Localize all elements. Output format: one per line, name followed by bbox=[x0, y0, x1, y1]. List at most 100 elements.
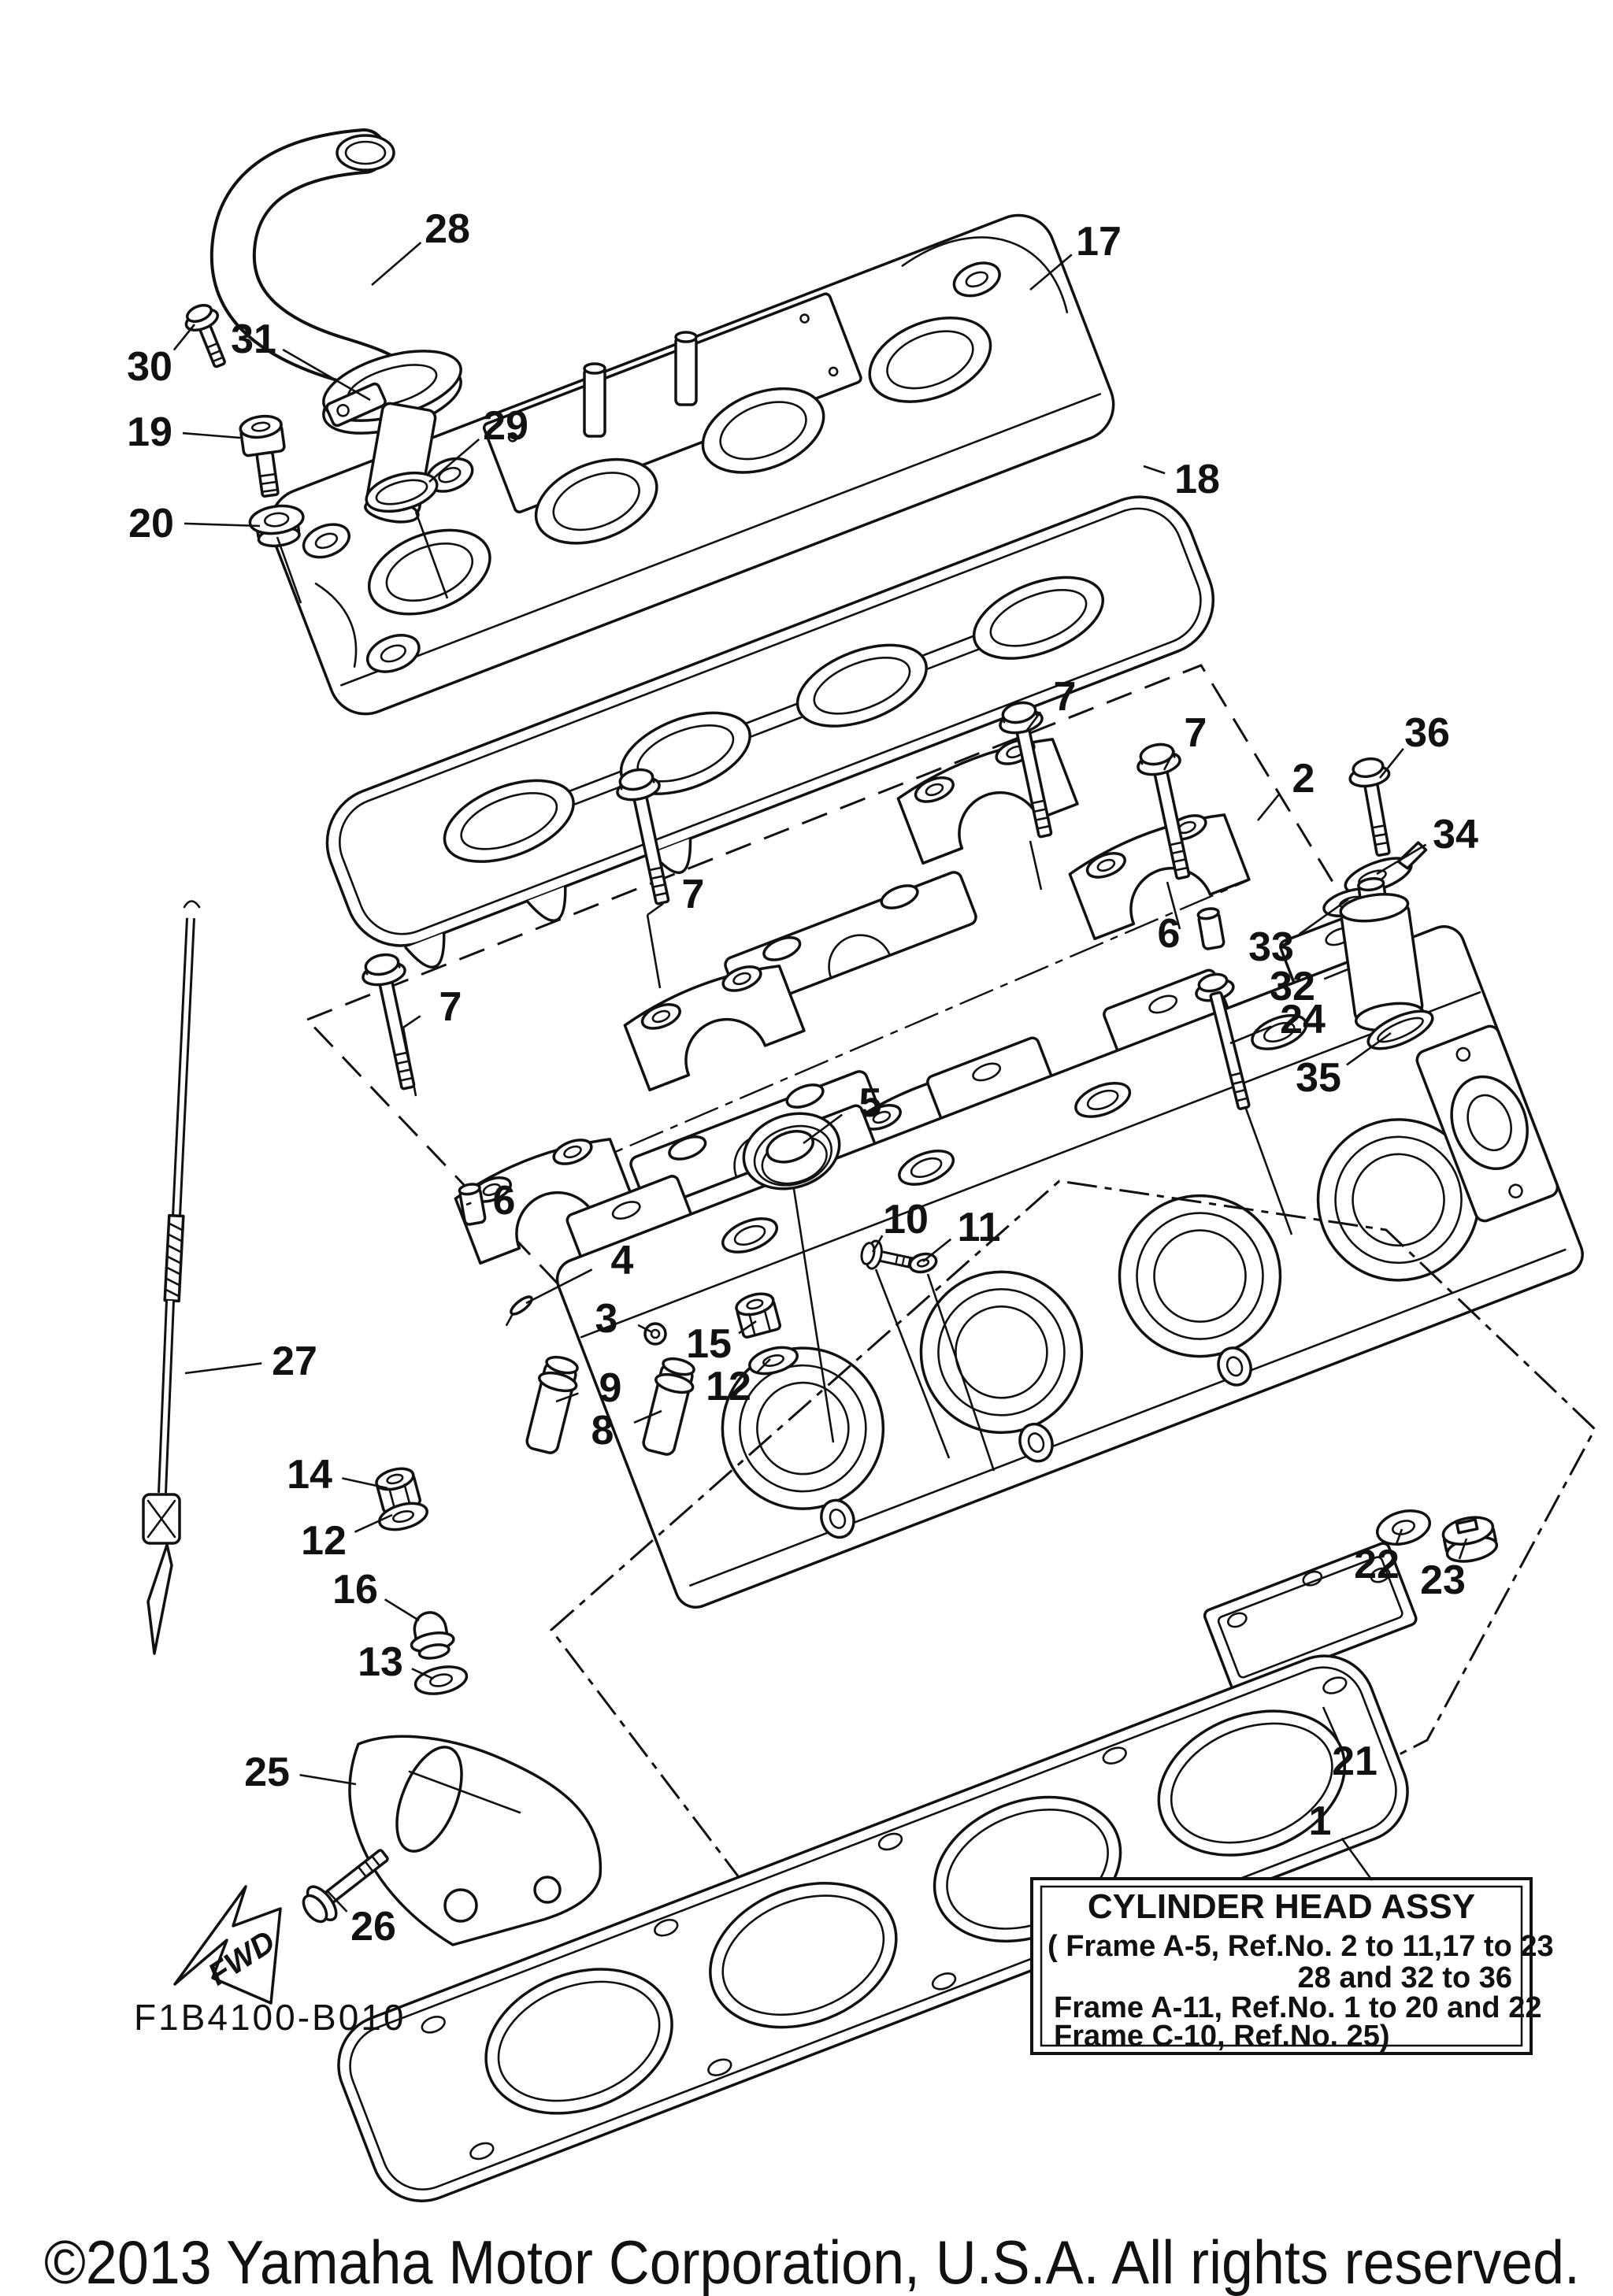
callout-31[interactable]: 31 bbox=[231, 317, 276, 362]
callout-leader-13 bbox=[411, 1668, 434, 1680]
callout-3[interactable]: 3 bbox=[595, 1296, 618, 1342]
callout-11[interactable]: 11 bbox=[958, 1205, 1001, 1250]
callout-7[interactable]: 7 bbox=[439, 984, 462, 1030]
callout-12[interactable]: 12 bbox=[706, 1364, 751, 1409]
callout-29[interactable]: 29 bbox=[483, 403, 528, 449]
callout-leader-9 bbox=[555, 1392, 579, 1403]
callout-23[interactable]: 23 bbox=[1420, 1557, 1466, 1603]
callout-21[interactable]: 21 bbox=[1332, 1739, 1378, 1784]
callout-12[interactable]: 12 bbox=[301, 1518, 347, 1564]
cap-bolt-7 bbox=[358, 949, 431, 1094]
callout-leader-23 bbox=[1458, 1538, 1468, 1560]
callout-19[interactable]: 19 bbox=[127, 409, 172, 455]
callout-7[interactable]: 7 bbox=[1054, 674, 1077, 720]
bolt-24 bbox=[1195, 972, 1251, 1110]
callout-6[interactable]: 6 bbox=[493, 1178, 516, 1224]
callout-4[interactable]: 4 bbox=[611, 1238, 634, 1283]
callout-leader-10 bbox=[871, 1235, 884, 1253]
info-box-line-3: Frame A-11, Ref.No. 1 to 20 and 22 bbox=[1054, 1991, 1541, 2024]
dowel-pin-6 bbox=[458, 1183, 487, 1226]
callout-26[interactable]: 26 bbox=[350, 1904, 396, 1950]
callout-leader-30 bbox=[172, 324, 196, 351]
callout-6[interactable]: 6 bbox=[1158, 911, 1181, 957]
o-ring-3 bbox=[643, 1322, 667, 1346]
valve-cover bbox=[269, 213, 1115, 716]
callout-1[interactable]: 1 bbox=[1309, 1798, 1332, 1844]
bracket-25 bbox=[348, 1735, 603, 1946]
callout-15[interactable]: 15 bbox=[686, 1321, 732, 1367]
callout-leader-19 bbox=[182, 431, 241, 439]
callout-30[interactable]: 30 bbox=[127, 344, 172, 390]
callout-leader-32 bbox=[1323, 967, 1351, 980]
callout-leader-7 bbox=[402, 1015, 421, 1029]
callout-10[interactable]: 10 bbox=[883, 1197, 929, 1242]
copyright-line: ©2013 Yamaha Motor Corporation, U.S.A. A… bbox=[44, 2227, 1580, 2296]
callout-leader-17 bbox=[1029, 254, 1073, 291]
callout-leader-21 bbox=[1322, 1706, 1339, 1741]
callout-leader-24 bbox=[1229, 1025, 1272, 1045]
pipe-clamp bbox=[325, 382, 387, 428]
washer-11 bbox=[908, 1252, 938, 1274]
callout-18[interactable]: 18 bbox=[1174, 457, 1220, 502]
fwd-arrow: FWD bbox=[173, 1885, 282, 2005]
plug-23 bbox=[1441, 1516, 1499, 1563]
callout-leader-33 bbox=[1299, 898, 1349, 935]
callout-leader-31 bbox=[282, 348, 371, 402]
callout-leader-7 bbox=[647, 902, 664, 917]
callout-20[interactable]: 20 bbox=[128, 501, 174, 546]
callout-7[interactable]: 7 bbox=[682, 872, 705, 917]
callout-14[interactable]: 14 bbox=[287, 1452, 332, 1498]
o-ring-35 bbox=[1366, 1009, 1434, 1050]
callout-16[interactable]: 16 bbox=[332, 1567, 378, 1613]
bolt-36 bbox=[1345, 754, 1404, 860]
callout-leader-27 bbox=[184, 1362, 262, 1375]
cap-nut-16 bbox=[410, 1611, 455, 1660]
callout-33[interactable]: 33 bbox=[1248, 924, 1294, 970]
info-box-line-2: 28 and 32 to 36 bbox=[1298, 1961, 1512, 1994]
callout-leader-35 bbox=[1346, 1031, 1392, 1066]
bolt-19 bbox=[239, 414, 286, 498]
callout-leader-6 bbox=[465, 1202, 472, 1206]
callout-leader-8 bbox=[633, 1409, 662, 1424]
info-box: CYLINDER HEAD ASSY ( Frame A-5, Ref.No. … bbox=[1030, 1877, 1554, 2055]
washer-13 bbox=[413, 1665, 469, 1695]
callout-leader-29 bbox=[428, 438, 480, 483]
cable-tie bbox=[142, 900, 201, 1655]
callout-leader-12 bbox=[354, 1513, 393, 1533]
callout-leader-22 bbox=[1395, 1528, 1403, 1546]
callout-34[interactable]: 34 bbox=[1433, 812, 1478, 857]
washer-22 bbox=[1376, 1509, 1431, 1546]
bolt24-line bbox=[1244, 1108, 1293, 1235]
dowel-pin-6 bbox=[1196, 907, 1226, 950]
callout-leader-28 bbox=[371, 242, 422, 286]
callout-2[interactable]: 2 bbox=[1292, 756, 1315, 802]
callout-leader-5 bbox=[803, 1113, 843, 1145]
callout-leader-26 bbox=[327, 1890, 348, 1913]
callout-24[interactable]: 24 bbox=[1280, 997, 1326, 1042]
callout-22[interactable]: 22 bbox=[1354, 1542, 1400, 1587]
callout-36[interactable]: 36 bbox=[1404, 710, 1450, 756]
callout-9[interactable]: 9 bbox=[599, 1365, 622, 1411]
callout-leader-12 bbox=[755, 1358, 771, 1374]
callout-13[interactable]: 13 bbox=[358, 1639, 403, 1685]
callout-leader-3 bbox=[637, 1324, 653, 1334]
callout-leader-2 bbox=[1256, 793, 1281, 821]
callout-35[interactable]: 35 bbox=[1296, 1055, 1341, 1101]
stud-lines bbox=[874, 1268, 996, 1472]
callout-5[interactable]: 5 bbox=[859, 1080, 882, 1126]
camshaft-axis bbox=[519, 879, 1249, 1194]
callout-27[interactable]: 27 bbox=[272, 1339, 317, 1384]
callout-32[interactable]: 32 bbox=[1270, 964, 1315, 1009]
callout-17[interactable]: 17 bbox=[1076, 219, 1122, 265]
callout-leader-25 bbox=[299, 1773, 357, 1786]
info-box-title: CYLINDER HEAD ASSY bbox=[1088, 1887, 1475, 1926]
spout-32 bbox=[1339, 877, 1425, 1032]
callout-28[interactable]: 28 bbox=[425, 206, 470, 252]
callout-7[interactable]: 7 bbox=[1185, 710, 1207, 756]
callout-8[interactable]: 8 bbox=[591, 1408, 614, 1454]
callout-leader-4 bbox=[525, 1268, 593, 1305]
callout-25[interactable]: 25 bbox=[244, 1750, 290, 1795]
callout-leader-1 bbox=[1340, 1837, 1374, 1881]
